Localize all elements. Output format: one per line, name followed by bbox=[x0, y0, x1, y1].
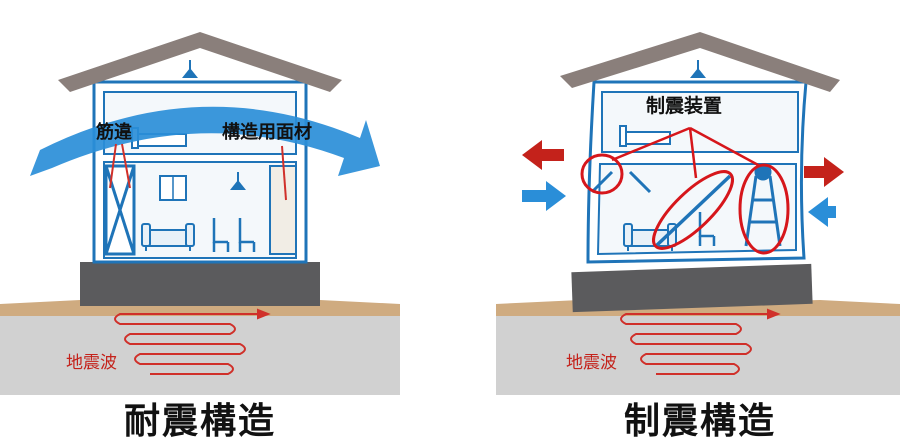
interior-lower-left bbox=[103, 161, 297, 259]
left-panel: 筋違 構造用面材 地震波 bbox=[0, 32, 400, 395]
seismic-wave-right bbox=[620, 308, 781, 375]
callout-lines-right bbox=[611, 126, 761, 179]
sway-arrow-icon bbox=[30, 106, 380, 176]
structural-panel-left bbox=[269, 165, 297, 255]
foundation-left bbox=[80, 262, 320, 306]
seismic-wave-left bbox=[114, 308, 271, 375]
pendant-lamp-icon bbox=[181, 59, 199, 79]
caption-seismic-resistant: 耐震構造 bbox=[123, 401, 276, 442]
damper-diagonal bbox=[654, 174, 732, 248]
roof-left bbox=[58, 32, 342, 92]
callout-lines-left bbox=[109, 143, 287, 201]
label-brace: 筋違 bbox=[96, 121, 132, 143]
label-seismic-wave-right: 地震波 bbox=[566, 353, 617, 373]
caption-vibration-control: 制震構造 bbox=[623, 401, 776, 442]
window-icon bbox=[159, 175, 187, 201]
damper-tower bbox=[744, 163, 782, 247]
roof-right bbox=[560, 32, 840, 92]
label-damping-device: 制震装置 bbox=[646, 94, 722, 117]
force-arrow-icon bbox=[522, 140, 844, 227]
damper-small bbox=[590, 170, 652, 194]
foundation-right bbox=[571, 263, 813, 313]
callout-circles bbox=[580, 153, 790, 255]
label-structural-panel: 構造用面材 bbox=[222, 121, 312, 143]
pendant-lamp-icon bbox=[689, 59, 707, 79]
label-seismic-wave-left: 地震波 bbox=[66, 353, 117, 373]
right-panel: 制震装置 地震波 bbox=[496, 32, 900, 395]
